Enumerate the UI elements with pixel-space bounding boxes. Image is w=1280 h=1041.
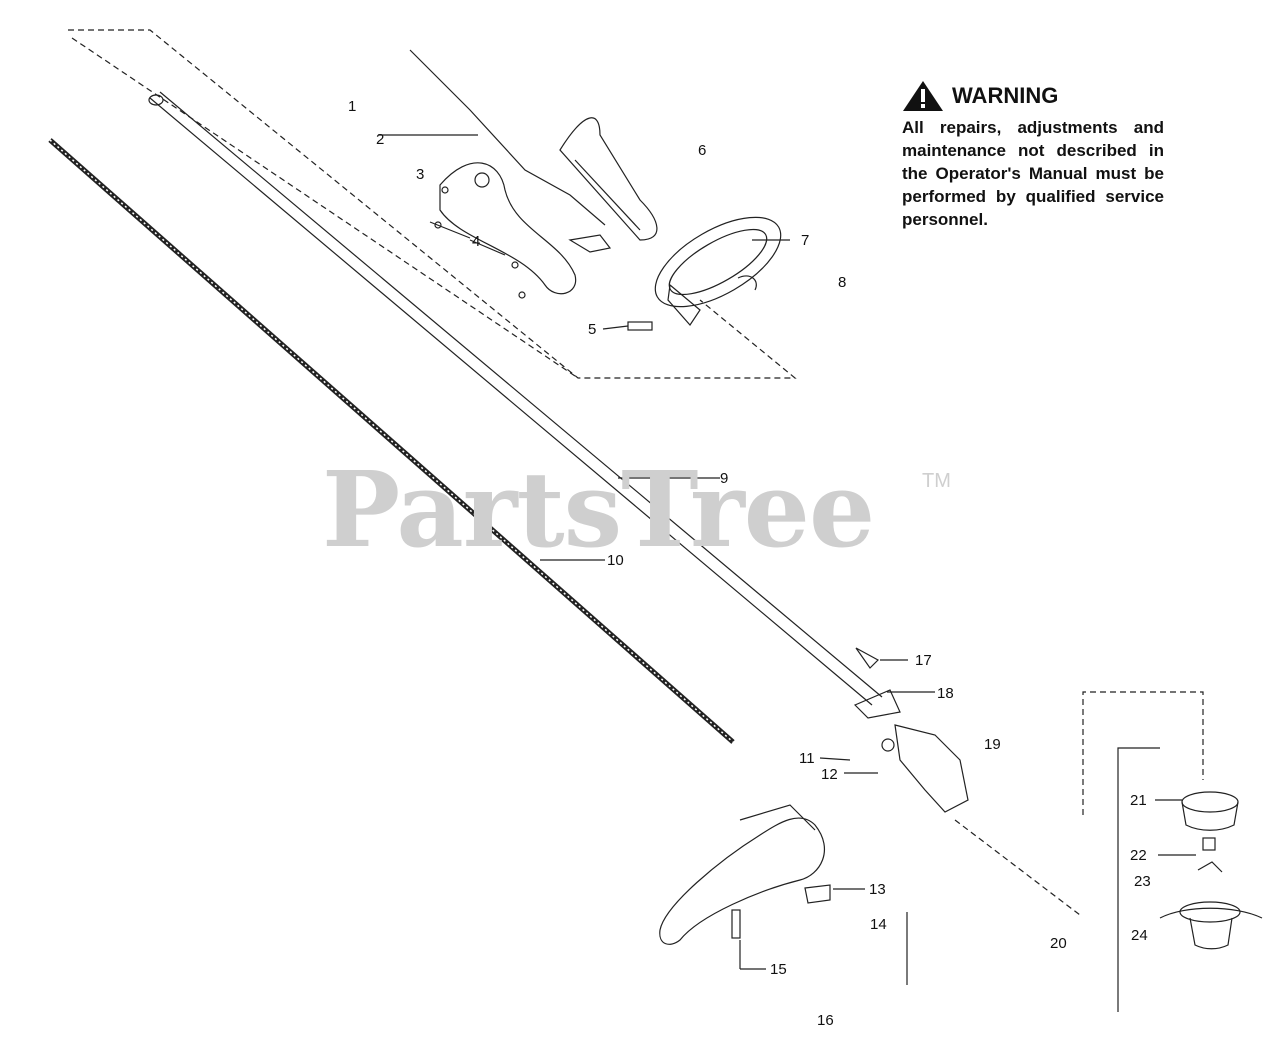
watermark-brand: PartsTree (322, 448, 875, 571)
dashed-guide (71, 37, 579, 379)
dashed-frame-top (68, 29, 797, 379)
callout-20: 20 (1050, 935, 1067, 952)
main-tube-edge-b (159, 91, 883, 698)
callout-18: 18 (937, 685, 954, 702)
callout-15: 15 (770, 961, 787, 978)
callout-12: 12 (821, 766, 838, 783)
gear-head (894, 724, 969, 813)
watermark-trademark: TM (922, 470, 951, 492)
grass-guard (659, 817, 825, 945)
warning-box: WARNING All repairs, adjustments and mai… (902, 80, 1164, 231)
callout-13: 13 (869, 881, 886, 898)
callout-24: 24 (1131, 927, 1148, 944)
callout-14: 14 (870, 916, 887, 933)
main-tube-edge-a (149, 97, 873, 706)
callout-8: 8 (838, 274, 847, 291)
trimmer-head-cap (1181, 791, 1239, 813)
callout-6: 6 (698, 142, 707, 159)
callout-9: 9 (720, 470, 729, 487)
callout-1: 1 (348, 98, 357, 115)
dashed-bracket (1082, 691, 1204, 815)
callout-16: 16 (817, 1012, 834, 1029)
callout-11: 11 (799, 750, 815, 767)
warning-triangle-icon (903, 81, 943, 111)
callout-23: 23 (1134, 873, 1151, 890)
warning-heading: WARNING (952, 83, 1059, 108)
trimmer-spool (1179, 901, 1241, 923)
callout-17: 17 (915, 652, 932, 669)
callout-10: 10 (607, 552, 624, 569)
callout-21: 21 (1130, 792, 1147, 809)
handle-half (559, 117, 658, 241)
callout-5: 5 (588, 321, 597, 338)
callout-19: 19 (984, 736, 1001, 753)
callout-2: 2 (376, 131, 385, 148)
loop-handle (654, 216, 782, 308)
warning-heading-row: WARNING (902, 80, 1164, 112)
callout-3: 3 (416, 166, 425, 183)
callout-4: 4 (472, 233, 481, 250)
throttle-cable (409, 49, 606, 226)
callout-7: 7 (801, 232, 810, 249)
throttle-housing (439, 162, 577, 295)
warning-text: All repairs, adjustments and maintenance… (902, 118, 1164, 229)
callout-22: 22 (1130, 847, 1147, 864)
